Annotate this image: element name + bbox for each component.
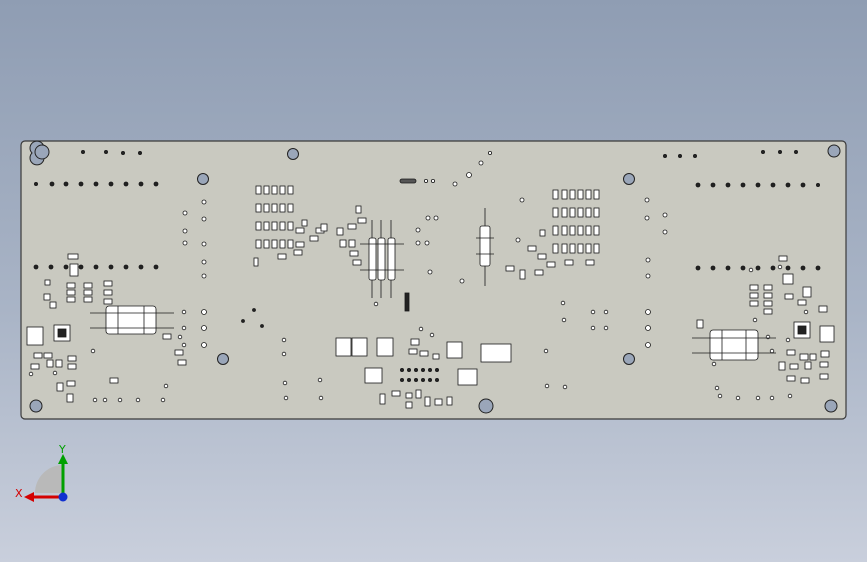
right-edge-circuit — [696, 255, 835, 401]
left-edge-circuit — [26, 253, 187, 403]
view-orientation-triad[interactable]: X Y — [10, 440, 80, 510]
mounting-hole — [623, 353, 635, 365]
component-footprints — [26, 149, 835, 409]
mounting-hole — [623, 173, 635, 185]
mounting-hole — [827, 144, 841, 158]
axial-component-cluster-center — [320, 150, 525, 312]
mounting-hole — [197, 173, 209, 185]
pad-row-mid-left — [33, 264, 159, 270]
mounting-hole — [478, 398, 494, 414]
pad-row-top-right — [695, 182, 821, 188]
pad-row-mid-right — [695, 265, 821, 271]
pad-row-top-small — [81, 149, 799, 158]
pad-row-top-left — [33, 181, 159, 187]
via-column-left — [181, 199, 207, 348]
triad-x-label: X — [15, 487, 23, 500]
mounting-holes — [29, 140, 841, 414]
right-transformer — [692, 329, 776, 361]
triad-y-arrowhead — [58, 454, 68, 464]
triad-x-arrowhead — [24, 492, 34, 502]
triad-base-sector — [35, 465, 63, 493]
mounting-hole — [29, 399, 43, 413]
resistor-array-left — [253, 185, 325, 267]
via-column-right — [590, 197, 668, 348]
mounting-hole — [34, 144, 50, 160]
mounting-hole — [824, 399, 838, 413]
mounting-hole — [287, 148, 299, 160]
power-cluster-center — [241, 300, 568, 409]
triad-z-axis — [58, 492, 68, 502]
pcb-outline — [20, 140, 847, 420]
left-transformer — [90, 305, 174, 335]
mounting-hole — [217, 353, 229, 365]
triad-y-label: Y — [58, 443, 66, 456]
pcb-board[interactable] — [20, 140, 847, 420]
resistor-array-right — [505, 189, 600, 280]
